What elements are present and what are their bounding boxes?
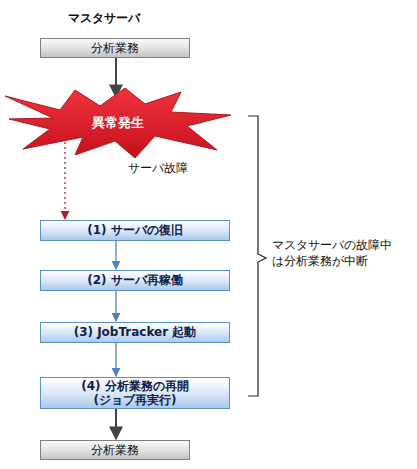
node-text: 分析業務 — [91, 443, 139, 457]
burst-outline — [5, 88, 231, 158]
diagram-title: マスタサーバ — [68, 10, 140, 26]
note-label: サーバ故障 — [128, 160, 238, 176]
node-text: 異常発生 — [92, 115, 144, 131]
node-text: (3) JobTracker 起動 — [74, 325, 197, 339]
brace-bracket — [248, 116, 266, 396]
process-box: (4) 分析業務の再開 (ジョブ再実行) — [40, 377, 230, 409]
node-text: (4) 分析業務の再開 (ジョブ再実行) — [71, 379, 199, 408]
flow-arrow — [64, 142, 65, 219]
bracket-note: マスタサーバの故障中 は分析業務が中断 — [272, 237, 400, 269]
process-box: (2) サーバ再稼働 — [40, 270, 230, 291]
task-box: 分析業務 — [40, 440, 190, 460]
process-box: (1) サーバの復旧 — [40, 220, 230, 241]
flow-arrow — [115, 291, 116, 321]
flow-arrow — [115, 409, 117, 439]
node-text: 分析業務 — [91, 41, 139, 55]
process-box: (3) JobTracker 起動 — [40, 322, 230, 343]
node-text: (2) サーバ再稼働 — [87, 273, 183, 287]
flow-arrow — [115, 343, 116, 376]
node-text: (1) サーバの復旧 — [87, 223, 183, 237]
flow-arrow — [115, 58, 117, 97]
task-box: 分析業務 — [40, 38, 190, 58]
flow-arrow — [115, 241, 116, 269]
alert-burst: 異常発生 — [5, 88, 231, 158]
